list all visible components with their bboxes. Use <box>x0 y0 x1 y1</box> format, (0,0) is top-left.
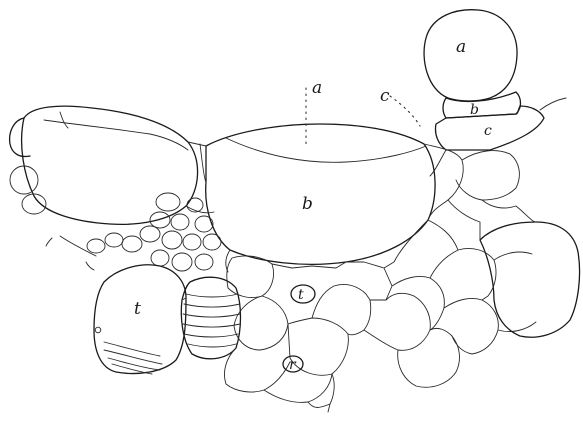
labels: a a c b c b t t r <box>134 37 492 373</box>
hair-left3 <box>86 262 94 270</box>
cell <box>224 348 290 392</box>
cell <box>308 402 330 408</box>
cell-small <box>151 250 169 266</box>
center-cell-cap <box>226 138 426 162</box>
cell <box>448 200 480 240</box>
cell <box>264 374 332 402</box>
cell-small <box>195 216 213 232</box>
cell-small <box>162 231 182 249</box>
label-t-left: t <box>134 299 141 319</box>
cell <box>428 220 458 250</box>
cell <box>227 256 274 298</box>
wall <box>200 144 206 182</box>
cell <box>392 276 444 330</box>
cell-small <box>172 253 192 271</box>
spiral-line <box>108 358 160 370</box>
cell-small <box>187 198 203 212</box>
cell-small <box>156 193 180 211</box>
label-c: c <box>380 86 390 106</box>
cell-small <box>122 236 142 252</box>
cell-small <box>195 254 213 270</box>
cell <box>384 220 428 268</box>
spiral-vessel <box>181 277 240 359</box>
label-t-mid: t <box>298 287 304 303</box>
left-large-cell-inner2 <box>60 112 68 128</box>
hair-left2 <box>46 238 52 246</box>
hair-left <box>60 236 96 256</box>
cell-a-top <box>424 10 517 101</box>
left-edge-cell <box>10 118 30 157</box>
vessel-ring <box>183 324 240 327</box>
hair-strand <box>540 98 566 110</box>
cell-small <box>105 233 123 247</box>
label-a: a <box>456 37 466 57</box>
cell <box>444 298 498 354</box>
label-b-tip: b <box>470 102 479 118</box>
cell-small <box>10 166 38 194</box>
pit-dot <box>95 327 101 333</box>
cell-t-left <box>94 265 186 374</box>
cell <box>482 200 536 222</box>
cell-small <box>203 234 221 250</box>
label-a-top: a <box>312 78 322 98</box>
cell-small <box>140 226 160 242</box>
small-cells-left <box>10 166 221 271</box>
wall <box>186 206 214 213</box>
cell <box>234 296 288 350</box>
cell-small <box>87 239 105 253</box>
cell <box>456 151 519 200</box>
center-large-cell <box>206 124 435 264</box>
tracheid-left <box>94 265 186 374</box>
label-b: b <box>302 194 313 214</box>
lower-right-cells <box>364 151 580 388</box>
vessel-ring <box>183 314 240 317</box>
leader-lines <box>306 88 420 148</box>
left-large-cell <box>22 106 198 224</box>
vessel-ring <box>184 304 240 307</box>
cell-small <box>183 234 201 250</box>
cell <box>398 328 460 387</box>
spiral-line <box>104 350 162 364</box>
vessel-ring <box>184 334 238 337</box>
vessel-ring <box>188 344 236 347</box>
spiral-line <box>104 342 160 356</box>
label-c-tip: c <box>484 123 492 139</box>
cell <box>364 293 430 350</box>
cell <box>494 252 532 260</box>
cell-small <box>150 212 170 228</box>
epidermal-cells <box>10 106 464 264</box>
cell-small <box>171 214 189 230</box>
cell <box>288 318 348 375</box>
central-cells <box>224 220 428 412</box>
leader-c <box>390 96 420 126</box>
vessel-ring <box>186 294 238 297</box>
vessel-outline <box>181 277 240 359</box>
